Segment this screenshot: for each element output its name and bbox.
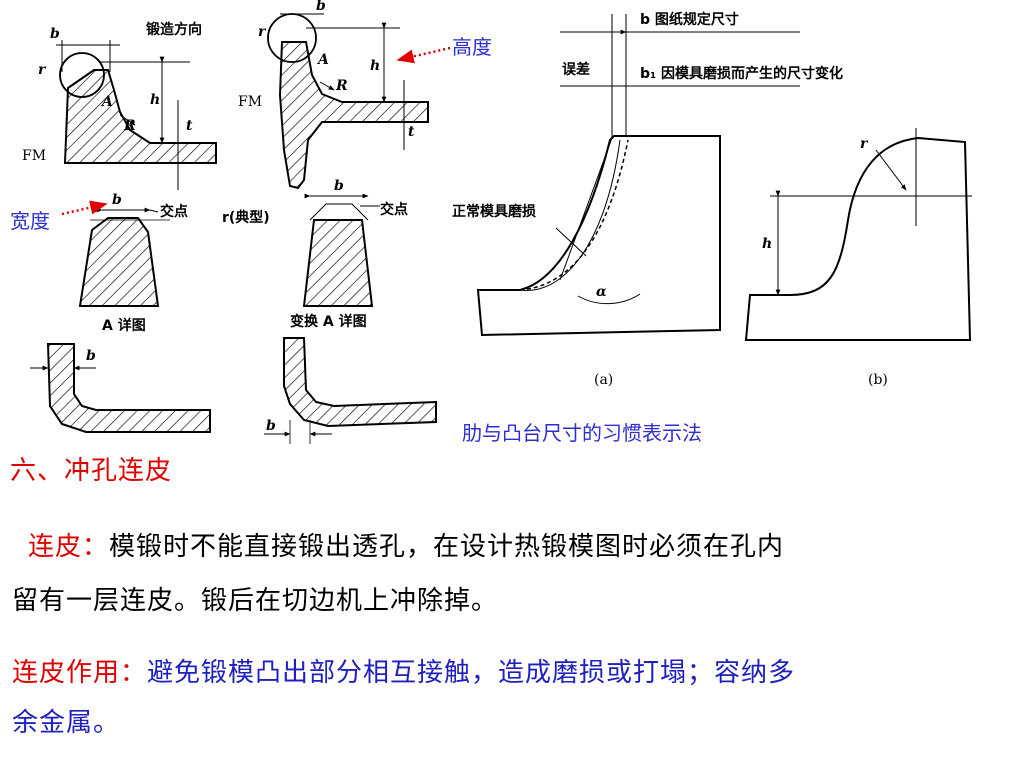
rib2-t-label: t [408, 124, 415, 140]
para1-line1: 连皮：模锻时不能直接锻出透孔，在设计热锻模图时必须在孔内 [28, 526, 784, 563]
alt-detail-caption: 变换 A 详图 [290, 313, 367, 330]
height-label: 高度 [452, 35, 492, 59]
intersection-label-1: 交点 [160, 203, 188, 220]
b-spec-note: b 图纸规定尺寸 [640, 11, 739, 28]
rib2-rr-label: R [335, 78, 348, 94]
l-shape-1 [30, 343, 211, 433]
alt-detail-a [302, 193, 380, 307]
fm-label-2: FM [238, 94, 262, 110]
para1-line2: 留有一层连皮。锻后在切边机上冲除掉。 [12, 586, 499, 616]
lshape2-b-label: b [266, 418, 276, 434]
rib1-b-label: b [50, 26, 60, 42]
typical-r-label: r(典型) [222, 209, 270, 226]
alt-detail-b-label: b [334, 178, 344, 194]
boss-figure-b [744, 128, 972, 341]
rib1-a-label: A [100, 94, 113, 110]
rib1-h-label: h [150, 92, 160, 108]
figure-b-h-label: h [762, 236, 772, 252]
fm-label-1: FM [22, 148, 46, 164]
alpha-label: α [596, 284, 607, 300]
rib2-r-label: r [258, 24, 267, 40]
sub-a-label: (a) [594, 372, 613, 388]
rib2-b-label: b [316, 0, 326, 14]
rib1-t-label: t [186, 118, 193, 134]
detail-a-caption: A 详图 [102, 317, 146, 334]
rib2-h-label: h [370, 58, 380, 74]
forging-diagram: b r A R h t 锻造方向 FM b r A R h t FM 高度 b … [10, 0, 972, 445]
normal-wear-label: 正常模具磨损 [452, 203, 536, 220]
para2-line2: 余金属。 [12, 708, 121, 738]
para1-term: 连皮： [28, 532, 110, 562]
rib1-r-label: r [38, 62, 47, 78]
intersection-label-2: 交点 [380, 201, 408, 218]
l-shape-2 [264, 337, 437, 444]
sub-b-label: (b) [868, 372, 888, 388]
lshape1-b-label: b [86, 348, 96, 364]
para2-body: 避免锻模凸出部分相互接触，造成磨损或打塌；容纳多 [147, 658, 796, 688]
error-label: 误差 [562, 61, 590, 78]
rib2-a-label: A [316, 52, 329, 68]
detail-a-b-label: b [112, 192, 122, 208]
para2-term: 连皮作用： [12, 658, 148, 688]
section-title: 六、冲孔连皮 [10, 456, 173, 486]
rib-section-2 [267, 13, 429, 190]
figure-caption: 肋与凸台尺寸的习惯表示法 [462, 421, 702, 445]
rib-section-1 [56, 40, 217, 190]
rib1-rr-label: R [123, 118, 136, 134]
width-label: 宽度 [10, 209, 50, 233]
b1-note: b₁ 因模具磨损而产生的尺寸变化 [640, 65, 843, 82]
figure-b-r-label: r [860, 136, 869, 152]
boss-figure-a [476, 14, 800, 337]
forging-direction-label: 锻造方向 [146, 21, 202, 38]
para1-body: 模锻时不能直接锻出透孔，在设计热锻模图时必须在孔内 [109, 532, 785, 562]
para2-line1: 连皮作用：避免锻模凸出部分相互接触，造成磨损或打塌；容纳多 [12, 652, 795, 689]
detail-a [78, 207, 170, 307]
